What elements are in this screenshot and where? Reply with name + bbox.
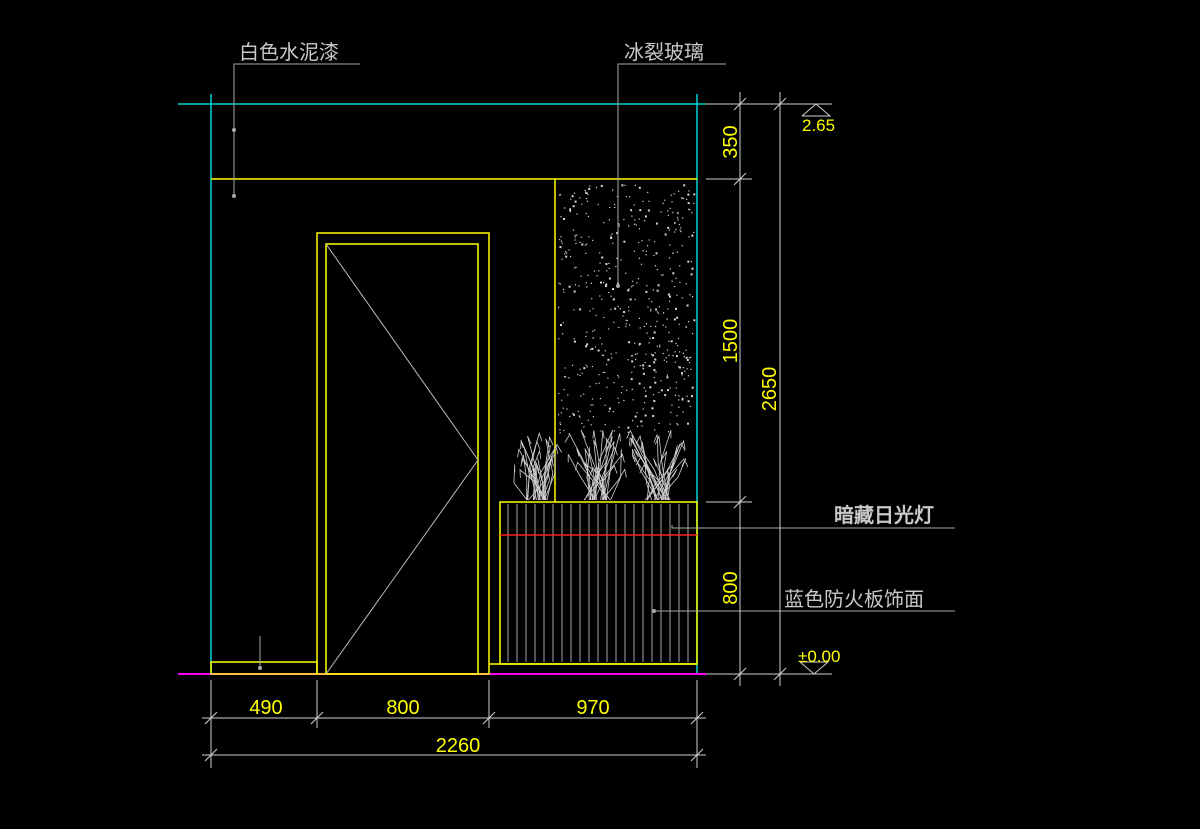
cabinet-slats [507,504,689,662]
vertical-dimensions [706,92,790,686]
plant-decoration [513,429,689,501]
leader-glass [617,63,726,286]
door-swing-lines [325,243,479,675]
dim-right-width: 970 [576,697,609,719]
door-leaf [325,243,479,675]
door-swing-upper [325,243,479,461]
dim-top-band: 350 [720,125,742,158]
leader-hidden-light [671,525,955,529]
dim-total-height: 2650 [759,367,781,412]
label-glass: 冰裂玻璃 [624,40,704,64]
label-hidden-light: 暗藏日光灯 [834,503,934,527]
dim-total-width: 2260 [436,735,481,757]
dim-door-width: 800 [386,697,419,719]
label-wall-finish: 白色水泥漆 [239,40,339,64]
leader-dots [232,128,656,670]
label-panel-finish: 蓝色防火板饰面 [784,587,924,611]
dim-left-width: 490 [249,697,282,719]
elevation-floor: ±0.00 [798,647,840,666]
elevation-markers [788,103,832,675]
horizontal-dimensions [202,680,706,768]
dim-glass-height: 1500 [720,319,742,364]
leader-wall-finish [233,63,360,196]
dim-cabinet-height: 800 [720,571,742,604]
elevation-top: 2.65 [802,116,835,135]
ice-crack-glass-pattern [558,184,696,435]
leaders [233,63,955,668]
door-swing-lower [325,459,479,675]
